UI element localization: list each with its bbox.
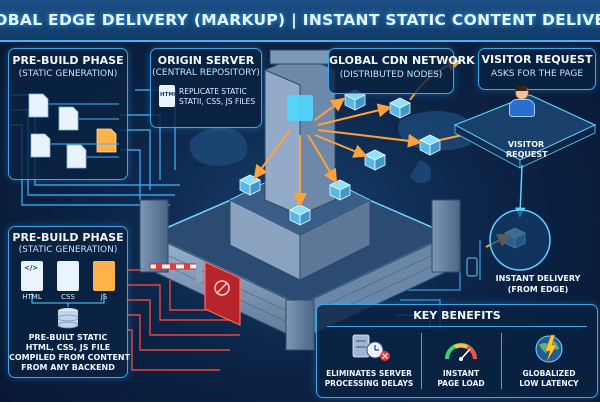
instant-delivery-line1: INSTANT DELIVERY [495, 274, 581, 283]
page-title: GLOBAL EDGE DELIVERY (MARKUP) | INSTANT … [0, 11, 600, 29]
prebuild-desc-line4: FROM ANY BACKEND [21, 363, 115, 372]
cdn-network-panel: GLOBAL CDN NETWORK (DISTRIBUTED NODES) [328, 48, 475, 94]
file-label-css: CSS [61, 293, 75, 301]
origin-title: ORIGIN SERVER [157, 54, 255, 67]
world-map [189, 111, 474, 184]
visitor-label-line2: REQUEST [506, 150, 548, 159]
benefit-separator [421, 333, 422, 389]
html-file-label: HTML [160, 92, 178, 98]
visitor-title: VISITOR REQUEST [481, 53, 593, 66]
speedometer-icon [445, 343, 477, 361]
prebuild-bottom-subtitle: (STATIC GENERATION) [18, 245, 118, 255]
origin-note-line1: REPLICATE STATIC [179, 87, 247, 96]
prebuild-desc-line3: COMPILED FROM CONTENT [9, 353, 131, 362]
benefit-3-line2: LOW LATENCY [519, 379, 579, 388]
prebuild-desc-line2: HTML, CSS, JS FILE [25, 343, 111, 352]
castle-fortress [139, 49, 461, 351]
benefits-title: KEY BENEFITS [413, 309, 501, 322]
database-icon [31, 293, 105, 329]
benefit-3-line1: GLOBALIZED [522, 369, 576, 378]
cdn-node [239, 174, 261, 196]
origin-subtitle: (CENTRAL REPOSITORY) [152, 68, 260, 78]
instant-delivery-line2: (FROM EDGE) [507, 285, 569, 294]
cdn-node [389, 97, 411, 119]
prebuild-top-subtitle: (STATIC GENERATION) [18, 69, 118, 79]
distribution-arrows [253, 58, 512, 248]
mobile-device-icon [466, 257, 478, 277]
benefit-1-line1: ELIMINATES SERVER [326, 369, 412, 378]
cdn-node [364, 149, 386, 171]
file-stack-icons [28, 93, 119, 169]
js-file-card [93, 261, 115, 291]
visitor-platform [453, 94, 597, 218]
html-file-icon: HTML [159, 85, 178, 107]
css-file-card [57, 261, 79, 291]
origin-note-line2: STATII, CSS, JS FILES [179, 97, 256, 106]
prebuild-panel-bottom: PRE-BUILD PHASE (STATIC GENERATION) </> … [8, 226, 131, 378]
visitor-label-line1: VISITOR [507, 140, 545, 149]
barrier-gate [149, 262, 202, 282]
title-bar: GLOBAL EDGE DELIVERY (MARKUP) | INSTANT … [0, 0, 600, 42]
edge-node-ring [489, 209, 551, 271]
benefit-2-line1: INSTANT [442, 369, 480, 378]
benefit-1-line2: PROCESSING DELAYS [324, 379, 414, 388]
key-benefits-panel: KEY BENEFITS [316, 304, 598, 398]
benefit-icons [352, 334, 563, 364]
prebuild-bottom-title: PRE-BUILD PHASE [12, 231, 124, 244]
globe-bolt-icon [535, 334, 563, 364]
server-clock-icon [352, 334, 390, 361]
benefit-2-line2: PAGE LOAD [437, 379, 485, 388]
prebuild-desc-line1: PRE-BUILT STATIC [28, 333, 108, 342]
prebuild-panel-top: PRE-BUILD PHASE (STATIC GENERATION) [8, 48, 128, 180]
origin-server-panel: ORIGIN SERVER (CENTRAL REPOSITORY) HTML … [150, 48, 262, 128]
benefits-divider [327, 326, 587, 327]
cdn-subtitle: (DISTRIBUTED NODES) [339, 70, 443, 80]
cdn-title: GLOBAL CDN NETWORK [329, 54, 475, 67]
html-file-card: </> [21, 261, 43, 291]
cdn-node [419, 134, 441, 156]
visitor-avatar-icon [506, 86, 536, 120]
visitor-subtitle: ASKS FOR THE PAGE [490, 69, 584, 79]
prebuild-top-title: PRE-BUILD PHASE [12, 54, 124, 67]
visitor-request-panel: VISITOR REQUEST ASKS FOR THE PAGE [478, 48, 596, 90]
benefit-separator [501, 333, 502, 389]
cdn-node [289, 204, 311, 226]
